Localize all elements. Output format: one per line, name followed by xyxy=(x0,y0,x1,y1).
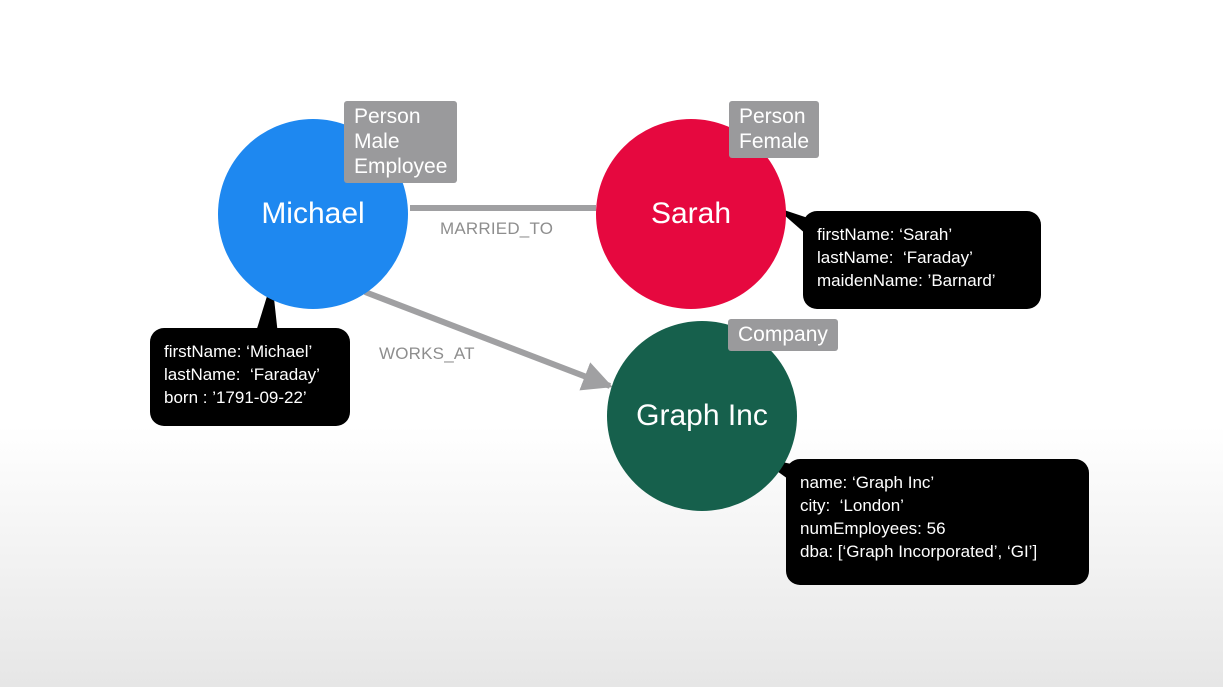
michael-prop-lastname: lastName: ‘Faraday’ xyxy=(164,365,320,384)
sarah-node-name: Sarah xyxy=(650,197,732,230)
graph-inc-node-name: Graph Inc xyxy=(636,399,768,432)
graph-inc-label-company: Company xyxy=(738,323,828,346)
graph-inc-prop-city: city: ‘London’ xyxy=(800,496,904,515)
sarah-label-female: Female xyxy=(739,130,810,153)
works-at-edge[interactable] xyxy=(363,289,613,391)
sarah-prop-lastname: lastName: ‘Faraday’ xyxy=(817,248,973,267)
graph-inc-labels: Company xyxy=(728,319,838,351)
graph-inc-node[interactable]: Graph Inc xyxy=(607,321,797,511)
michael-node-name: Michael xyxy=(261,197,365,230)
michael-label-person: Person xyxy=(354,105,421,128)
michael-label-male: Male xyxy=(354,130,400,153)
sarah-properties: firstName: ‘Sarah’ lastName: ‘Faraday’ m… xyxy=(803,211,1041,309)
michael-prop-born: born : ’1791-09-22’ xyxy=(164,388,307,407)
graph-inc-prop-numemployees: numEmployees: 56 xyxy=(800,519,946,538)
michael-label-employee: Employee xyxy=(354,155,448,178)
sarah-label-person: Person xyxy=(739,105,806,128)
michael-node[interactable]: Michael xyxy=(218,119,408,309)
michael-properties: firstName: ‘Michael’ lastName: ‘Faraday’… xyxy=(150,328,350,426)
graph-inc-prop-name: name: ‘Graph Inc’ xyxy=(800,473,935,492)
sarah-labels: Person Female xyxy=(729,101,820,158)
michael-prop-firstname: firstName: ‘Michael’ xyxy=(164,342,313,361)
michael-labels: Person Male Employee xyxy=(344,101,458,183)
graph-inc-properties: name: ‘Graph Inc’ city: ‘London’ numEmpl… xyxy=(786,459,1089,585)
sarah-prop-maidenname: maidenName: ’Barnard’ xyxy=(817,271,996,290)
sarah-prop-firstname: firstName: ‘Sarah’ xyxy=(817,225,953,244)
works-at-label: WORKS_AT xyxy=(379,344,475,363)
married-to-label: MARRIED_TO xyxy=(440,219,554,238)
graph-inc-prop-dba: dba: [‘Graph Incorporated’, ‘GI’] xyxy=(800,542,1038,561)
